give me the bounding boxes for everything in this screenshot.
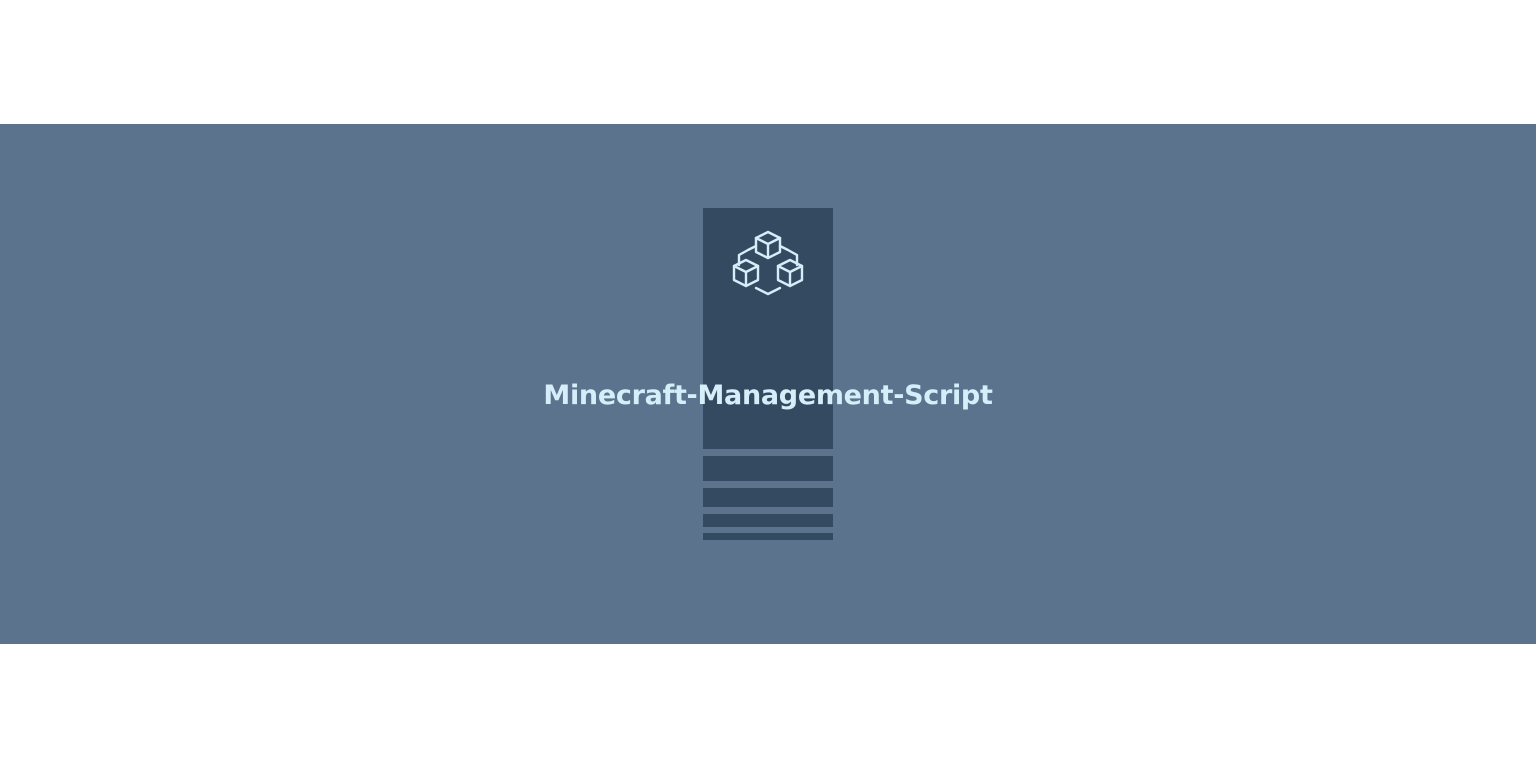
- linked-cubes-icon: [732, 230, 804, 296]
- project-title: Minecraft-Management-Script: [543, 380, 993, 411]
- tower-step: [703, 533, 833, 540]
- tower-step: [703, 488, 833, 507]
- tower-step: [703, 456, 833, 481]
- tower-step: [703, 514, 833, 527]
- social-preview-banner: Minecraft-Management-Script: [0, 124, 1536, 644]
